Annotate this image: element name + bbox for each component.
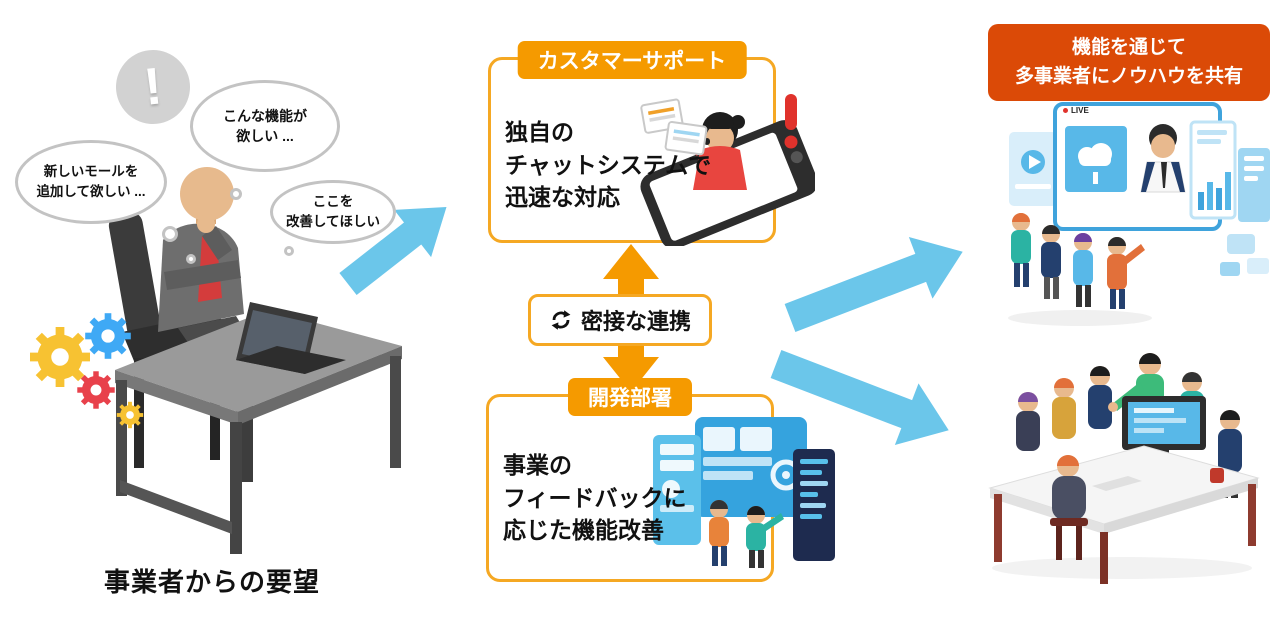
flow-arrow-to-sharing-top [784, 237, 963, 333]
customer-support-text: 独自の チャットシステムで 迅速な対応 [505, 119, 712, 211]
development-text: 事業の フィードバックに 応じた機能改善 [503, 452, 687, 544]
laptop [236, 302, 346, 374]
flow-arrow-to-sharing-bottom [770, 349, 949, 445]
development-box: 開発部署 [486, 378, 835, 582]
bubble-tail-dot [230, 188, 242, 200]
share-banner: 機能を通じて 多事業者にノウハウを共有 [988, 24, 1270, 101]
monitor [1122, 396, 1206, 473]
thought-bubble-text: 新しいモールを 追加して欲しい ... [36, 164, 146, 199]
businessman-at-desk-illustration [30, 167, 402, 554]
link-label: 密接な連携 [581, 309, 692, 334]
thought-bubble-feature: こんな機能が 欲しい ... [190, 80, 340, 172]
audience-figures [1011, 213, 1145, 309]
sync-icon [551, 310, 571, 330]
live-dot-icon [1063, 108, 1068, 113]
flow-arrow-request [339, 207, 447, 296]
live-label: LIVE [1063, 106, 1089, 115]
development-dashboard-illustration [653, 417, 835, 568]
bubble-tail-dot [162, 226, 178, 242]
presenter-on-screen [1140, 124, 1186, 193]
exclamation-icon: ! [112, 46, 194, 128]
left-caption: 事業者からの要望 [104, 567, 321, 597]
cloud-video-panel [1065, 126, 1127, 192]
development-badge: 開発部署 [568, 378, 692, 416]
customer-support-badge: カスタマーサポート [517, 41, 747, 79]
alert-exclamation-icon [784, 94, 798, 149]
live-text: LIVE [1071, 106, 1089, 115]
bubble-tail-dot [284, 246, 294, 256]
thought-bubble-improve: ここを 改善してほしい [270, 180, 396, 244]
thought-bubble-text: こんな機能が 欲しい ... [223, 107, 307, 144]
knowhow-sharing-screen-illustration [1008, 102, 1270, 326]
thought-bubble-text: ここを 改善してほしい [285, 194, 381, 229]
bubble-tail-dot [186, 254, 196, 264]
thought-bubble-new-mall: 新しいモールを 追加して欲しい ... [15, 140, 167, 224]
seated-figure [1050, 455, 1088, 560]
chart-panel [1189, 120, 1237, 220]
support-operator-illustration [640, 94, 815, 246]
team-at-desk-illustration [988, 353, 1260, 584]
chat-documents-icon [640, 98, 708, 156]
link-pill: 密接な連携 [528, 294, 713, 346]
developer-figures [709, 500, 784, 568]
customer-support-box: カスタマーサポート [488, 41, 815, 246]
